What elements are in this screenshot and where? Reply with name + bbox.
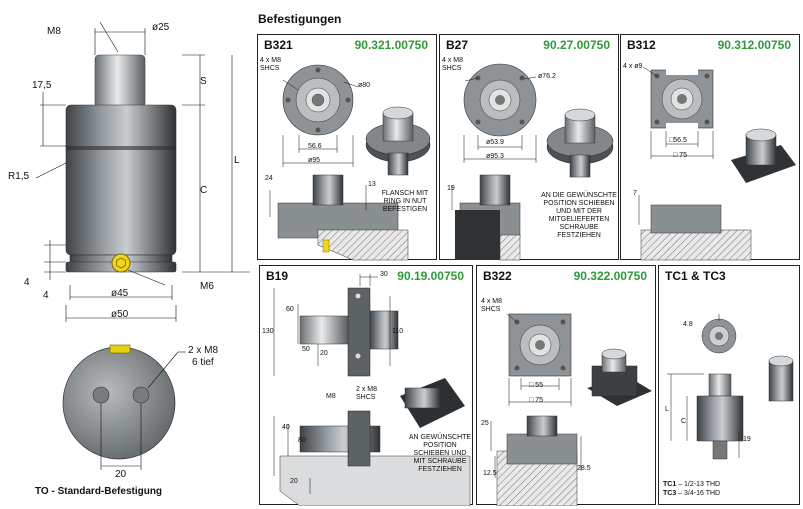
- panel-title: B27: [446, 38, 469, 52]
- label-note: AN DIE GEWÜNSCHTE POSITION SCHIEBEN UND …: [541, 192, 617, 239]
- label-4a: 4: [24, 277, 30, 288]
- label-130: 130: [262, 328, 274, 335]
- label-d95: ø95: [308, 157, 321, 164]
- label-12-5: 12.5: [483, 470, 497, 477]
- label-d50: ø50: [111, 309, 129, 320]
- label-80: 80: [298, 437, 306, 444]
- label-19: 19: [743, 436, 751, 443]
- label-screws: 4 x M8 SHCS: [442, 57, 464, 72]
- label-7: 7: [633, 190, 637, 197]
- label-m8: M8: [326, 393, 336, 400]
- label-110: 110: [392, 328, 404, 335]
- label-40: 40: [282, 424, 290, 431]
- label-20: 20: [115, 469, 127, 480]
- label-depth: 6 tief: [192, 357, 214, 368]
- label-c: C: [200, 185, 208, 196]
- label-tc1-value: – 1/2-13 THD: [678, 481, 721, 488]
- panel-title: B19: [266, 269, 289, 283]
- label-50: 50: [302, 346, 310, 353]
- label-d953: ø95.3: [486, 153, 504, 160]
- thread-hole-left: [92, 386, 110, 404]
- label-m8: M8: [47, 26, 61, 37]
- label-d565: □56.5: [669, 137, 687, 144]
- label-screws: 4 x M8 SHCS: [260, 57, 282, 72]
- label-l: L: [234, 155, 240, 166]
- label-tc3: TC3: [663, 490, 677, 497]
- panel-code: 90.19.00750: [397, 269, 464, 283]
- label-r1-5: R1,5: [8, 171, 30, 182]
- label-screws: 2 x M8 SHCS: [356, 386, 378, 401]
- port-screw-icon: [111, 253, 131, 273]
- panel-b27: B27 90.27.00750 4 x M8 SHCS ø76.2 ø53.9 …: [439, 34, 619, 261]
- label-20b: 20: [290, 478, 298, 485]
- label-d55: □ 55: [529, 382, 543, 389]
- panel-b19: B19 90.19.00750 30 60 130 50 20 110 2 x …: [259, 265, 473, 506]
- label-tc1: TC1: [663, 481, 677, 488]
- label-4-8: 4.8: [683, 321, 693, 328]
- label-19: 19: [447, 185, 455, 192]
- label-24: 24: [265, 175, 273, 182]
- thread-legend: TC1 – 1/2-13 THD TC3 – 3/4-16 THD: [663, 480, 720, 498]
- panel-title: B322: [483, 269, 512, 283]
- label-30: 30: [380, 271, 388, 278]
- end-view: [62, 346, 176, 460]
- label-m6: M6: [200, 281, 214, 292]
- label-d45: ø45: [111, 288, 129, 299]
- label-screws: 4 x M8 SHCS: [481, 298, 503, 313]
- label-holes: 2 x M8: [188, 345, 219, 356]
- piston-rod: [94, 54, 146, 108]
- label-note: FLANSCH MIT RING IN NUT BEFESTIGEN: [381, 190, 429, 213]
- panel-code: 90.27.00750: [543, 38, 610, 52]
- label-d25: ø25: [152, 22, 170, 33]
- label-25: 25: [481, 420, 489, 427]
- thread-hole-right: [132, 386, 150, 404]
- label-17-5: 17,5: [32, 80, 52, 91]
- panel-title: B321: [264, 38, 293, 52]
- caption-standard: TO - Standard-Befestigung: [35, 486, 163, 497]
- label-d75: □ 75: [673, 152, 687, 159]
- label-d75: □ 75: [529, 397, 543, 404]
- panel-b321: B321 90.321.00750 4 x M8 SHCS ø80 5: [257, 34, 437, 261]
- panel-title: TC1 & TC3: [665, 269, 726, 283]
- panel-b312: B312 90.312.00750 4 x ø9 □56.5 □ 75 7: [620, 34, 800, 261]
- label-d539: ø53.9: [486, 139, 504, 146]
- cylinder-body: [65, 104, 177, 256]
- main-drawing: M8 ø25 17,5 S L C R1,5 4 4 M6 ø45 ø50 2 …: [0, 0, 250, 509]
- label-28-5: 28.5: [577, 465, 591, 472]
- panel-code: 90.322.00750: [573, 269, 647, 283]
- panel-code: 90.321.00750: [354, 38, 428, 52]
- label-d762: ø76.2: [538, 73, 556, 80]
- panel-b322: B322 90.322.00750 4 x M8 SHCS □ 55 □ 75 …: [476, 265, 656, 506]
- panel-tc: TC1 & TC3 4.8 L C 19 TC1 – 1/2-13 THD TC…: [658, 265, 800, 505]
- label-60: 60: [286, 306, 294, 313]
- panel-title: B312: [627, 38, 656, 52]
- label-note: AN GEWÜNSCHTE POSITION SCHIEBEN UND MIT …: [408, 434, 472, 473]
- label-13: 13: [368, 181, 376, 188]
- label-20: 20: [320, 350, 328, 357]
- label-l: L: [665, 406, 669, 413]
- label-4b: 4: [43, 290, 49, 301]
- section-title: Befestigungen: [258, 12, 342, 26]
- panel-code: 90.312.00750: [717, 38, 791, 52]
- label-tc3-value: – 3/4-16 THD: [678, 490, 721, 497]
- label-c: C: [681, 418, 687, 425]
- label-holes: 4 x ø9: [623, 63, 643, 70]
- label-d566: 56.6: [308, 143, 322, 150]
- label-s: S: [200, 76, 207, 87]
- label-d80: ø80: [358, 82, 371, 89]
